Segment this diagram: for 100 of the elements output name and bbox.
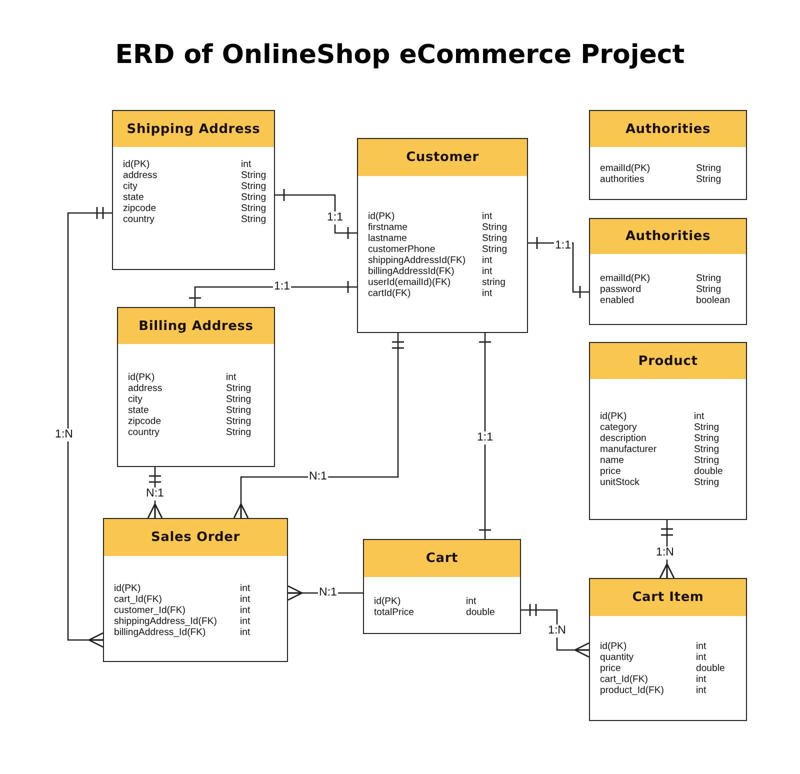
entity-table bbox=[589, 110, 747, 200]
field-type: String bbox=[226, 394, 252, 405]
field-type: String bbox=[241, 170, 268, 181]
relationship-line bbox=[275, 188, 357, 240]
field-name: state bbox=[128, 405, 150, 416]
field-name: billingAddressId(FK) bbox=[368, 266, 456, 277]
field-type: String bbox=[696, 273, 722, 284]
field-name: lastname bbox=[368, 233, 408, 244]
field-type: String bbox=[694, 477, 720, 488]
field-type: int bbox=[240, 605, 252, 616]
field-type: int bbox=[240, 583, 252, 594]
field-name: id(PK) bbox=[128, 372, 156, 383]
relationship-line bbox=[521, 603, 590, 658]
entity-table bbox=[112, 110, 275, 270]
entity-table bbox=[589, 218, 747, 325]
entity-header: Authorities bbox=[590, 111, 746, 147]
field-name: customerPhone bbox=[368, 244, 436, 255]
relationship-line bbox=[147, 467, 163, 519]
entity-table bbox=[589, 342, 747, 520]
field-type: String bbox=[694, 422, 720, 433]
field-name: zipcode bbox=[128, 416, 162, 427]
field-name: id(PK) bbox=[374, 596, 402, 607]
field-name: address bbox=[123, 170, 158, 181]
field-name: emailId(PK) bbox=[600, 273, 652, 284]
relationship-line bbox=[287, 585, 363, 601]
field-type: double bbox=[466, 607, 496, 618]
field-name: firstname bbox=[368, 222, 408, 233]
diagram-title: ERD of OnlineShop eCommerce Project bbox=[114, 40, 686, 70]
field-name: billingAddress_Id(FK) bbox=[114, 627, 207, 638]
field-name: password bbox=[600, 284, 642, 295]
field-type: String bbox=[696, 163, 722, 174]
field-type: String bbox=[241, 192, 268, 203]
field-type: int bbox=[240, 594, 252, 605]
field-name: manufacturer bbox=[600, 444, 658, 455]
entity-header: Sales Order bbox=[104, 519, 287, 556]
field-name: country bbox=[123, 214, 156, 225]
field-name: id(PK) bbox=[123, 159, 151, 170]
field-name: cartId(FK) bbox=[368, 288, 412, 299]
field-type: String bbox=[482, 233, 508, 244]
field-name: userId(emailId)(FK) bbox=[368, 277, 452, 288]
field-name: shippingAddressId(FK) bbox=[368, 255, 467, 266]
field-name: city bbox=[123, 181, 138, 192]
field-name: zipcode bbox=[123, 203, 158, 214]
cardinality-label: 1:1 bbox=[326, 212, 344, 224]
entity-table bbox=[117, 307, 275, 467]
field-type: int bbox=[240, 616, 252, 627]
entity-table bbox=[363, 539, 521, 634]
field-type: int bbox=[696, 685, 708, 696]
relationship-line bbox=[478, 333, 492, 539]
field-name: id(PK) bbox=[600, 411, 628, 422]
field-name: state bbox=[123, 192, 145, 203]
entity-header: Cart bbox=[364, 540, 520, 577]
field-type: String bbox=[696, 284, 722, 295]
field-name: cart_Id(FK) bbox=[600, 674, 649, 685]
field-name: shippingAddress_Id(FK) bbox=[114, 616, 218, 627]
field-type: String bbox=[226, 383, 252, 394]
field-type: String bbox=[694, 433, 720, 444]
field-name: country bbox=[128, 427, 160, 438]
field-name: cart_Id(FK) bbox=[114, 594, 163, 605]
relationship-line bbox=[528, 236, 589, 299]
field-type: int bbox=[696, 641, 708, 652]
field-type: String bbox=[241, 181, 268, 192]
entity-header: Product bbox=[590, 343, 746, 379]
cardinality-label: 1:N bbox=[655, 546, 675, 560]
field-type: string bbox=[482, 277, 506, 288]
field-type: double bbox=[696, 663, 726, 674]
field-type: int bbox=[482, 288, 494, 299]
field-type: String bbox=[226, 427, 252, 438]
field-type: String bbox=[694, 444, 720, 455]
field-type: String bbox=[226, 405, 252, 416]
entity-header: Customer bbox=[358, 139, 527, 176]
field-name: emailId(PK) bbox=[600, 163, 652, 174]
field-name: customer_Id(FK) bbox=[114, 605, 186, 616]
field-type: int bbox=[482, 255, 494, 266]
field-name: enabled bbox=[600, 295, 636, 306]
field-type: boolean bbox=[696, 295, 732, 306]
field-type: int bbox=[694, 411, 706, 422]
field-type: String bbox=[482, 222, 508, 233]
field-type: String bbox=[226, 416, 252, 427]
field-name: authorities bbox=[600, 174, 646, 185]
field-type: int bbox=[696, 652, 708, 663]
field-type: double bbox=[694, 466, 724, 477]
field-name: city bbox=[128, 394, 144, 405]
field-name: product_Id(FK) bbox=[600, 685, 665, 696]
cardinality-label: 1:1 bbox=[476, 432, 494, 444]
relationship-line bbox=[188, 280, 357, 307]
field-type: String bbox=[694, 455, 720, 466]
field-type: int bbox=[241, 159, 252, 170]
field-type: String bbox=[696, 174, 722, 185]
field-name: id(PK) bbox=[600, 641, 628, 652]
field-name: id(PK) bbox=[368, 211, 396, 222]
entity-header: Billing Address bbox=[118, 308, 274, 344]
entity-table bbox=[589, 578, 747, 721]
entity-table bbox=[103, 518, 288, 662]
field-name: price bbox=[600, 466, 622, 477]
field-type: int bbox=[466, 596, 478, 607]
field-name: totalPrice bbox=[374, 607, 415, 618]
field-type: int bbox=[240, 627, 252, 638]
relationship-line bbox=[67, 206, 112, 648]
field-type: String bbox=[482, 244, 508, 255]
